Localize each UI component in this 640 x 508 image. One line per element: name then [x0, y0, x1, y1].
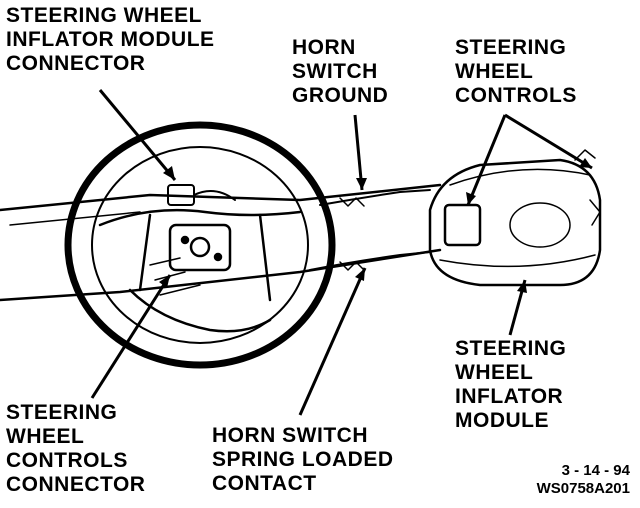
arrow-controls-right: [579, 158, 592, 168]
label-line: HORN: [292, 36, 356, 59]
arrow-horn-ground: [356, 178, 367, 190]
label-steering-wheel-controls-connector: STEERING WHEEL CONTROLS CONNECTOR: [6, 401, 145, 497]
leader-controls-left: [466, 114, 507, 206]
figure-id: WS0758A201: [536, 480, 630, 497]
leader-controls-right: [504, 113, 593, 170]
label-horn-switch-ground: HORN SWITCH GROUND: [292, 36, 388, 108]
inflator-connector-part: [167, 184, 236, 206]
label-line: CONTROLS: [455, 84, 577, 107]
label-line: SWITCH: [292, 60, 378, 83]
label-line: MODULE: [455, 409, 549, 432]
label-line: CONNECTOR: [6, 52, 146, 75]
arrow-horn-contact: [355, 268, 365, 281]
label-line: WHEEL: [455, 60, 534, 83]
label-line: CONTACT: [212, 472, 317, 495]
label-line: STEERING: [455, 337, 567, 360]
label-line: INFLATOR MODULE: [6, 28, 215, 51]
wiring-harness: [309, 189, 431, 271]
label-line: WHEEL: [6, 425, 85, 448]
label-line: INFLATOR: [455, 385, 564, 408]
arrow-inflator-connector: [163, 166, 175, 180]
label-horn-switch-spring-contact: HORN SWITCH SPRING LOADED CONTACT: [212, 424, 394, 496]
figure-code: 3 - 14 - 94 WS0758A201: [537, 462, 630, 498]
label-line: WHEEL: [455, 361, 534, 384]
figure-date: 3 - 14 - 94: [561, 462, 630, 479]
inflator-module-part: [428, 149, 602, 287]
leader-arrowheads: [159, 158, 592, 293]
leader-controls-connector: [90, 274, 172, 399]
steering-wheel-rim: [64, 121, 336, 369]
steering-wheel-hub: [98, 208, 302, 333]
label-line: CONNECTOR: [6, 473, 146, 496]
leader-horn-ground: [353, 114, 364, 191]
leader-horn-contact: [298, 267, 367, 416]
label-line: STEERING: [6, 401, 118, 424]
label-line: STEERING: [455, 36, 567, 59]
label-inflator-module-connector: STEERING WHEEL INFLATOR MODULE CONNECTOR: [6, 4, 215, 76]
label-line: CONTROLS: [6, 449, 128, 472]
arrow-controls-left: [466, 192, 476, 205]
label-line: HORN SWITCH: [212, 424, 368, 447]
label-line: STEERING WHEEL: [6, 4, 203, 27]
label-line: SPRING LOADED: [212, 448, 394, 471]
label-steering-wheel-inflator-module: STEERING WHEEL INFLATOR MODULE: [455, 337, 566, 433]
leader-inflator-connector: [98, 89, 177, 181]
leader-lines: [90, 89, 593, 416]
arrow-controls-connector: [159, 275, 170, 288]
label-line: GROUND: [292, 84, 389, 107]
arrow-inflator-module: [517, 280, 527, 293]
label-steering-wheel-controls: STEERING WHEEL CONTROLS: [455, 36, 577, 108]
